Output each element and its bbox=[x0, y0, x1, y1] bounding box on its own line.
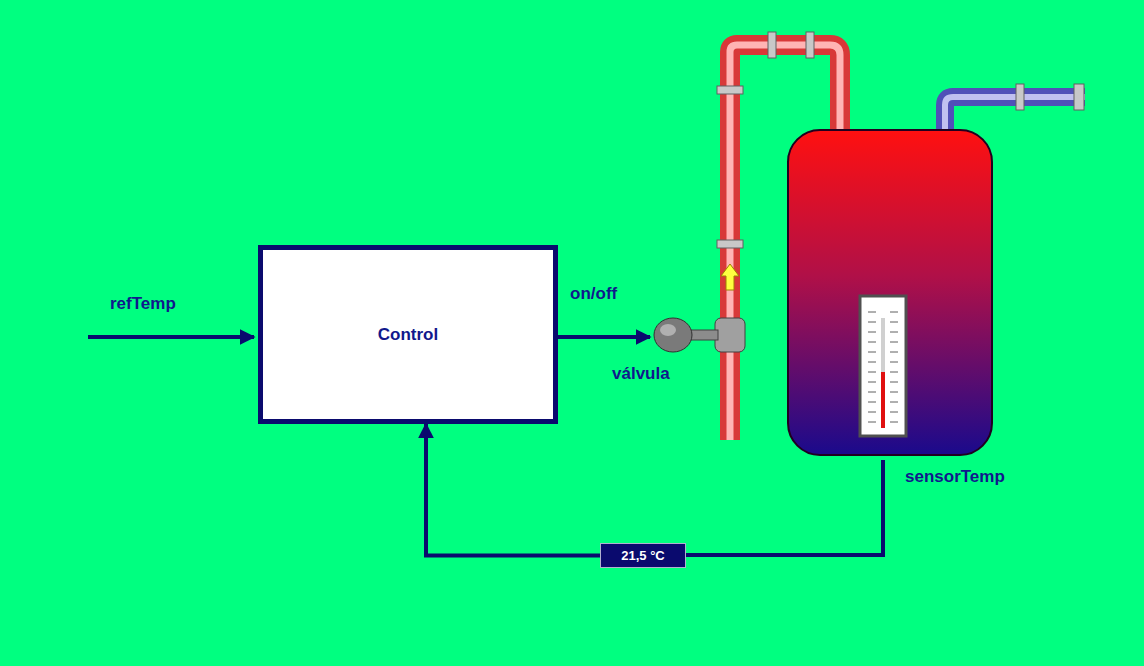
scale-tick bbox=[890, 422, 898, 423]
scale-tick bbox=[868, 412, 876, 413]
scale-tick bbox=[890, 352, 898, 353]
signal-name: on/off bbox=[570, 284, 617, 304]
node-text: 21,5 °C bbox=[621, 548, 665, 563]
flow-arrow bbox=[721, 264, 739, 290]
part-name: sensorTemp bbox=[905, 467, 1005, 487]
scale-tick bbox=[890, 312, 898, 313]
scale-tick bbox=[890, 322, 898, 323]
cold-pipe bbox=[945, 97, 1085, 132]
valve-body bbox=[715, 318, 745, 352]
tank bbox=[788, 130, 992, 455]
input-wire bbox=[88, 335, 254, 339]
pipe-flange bbox=[1074, 84, 1084, 110]
pipe-flange bbox=[806, 32, 814, 58]
feedback-connector bbox=[426, 424, 600, 556]
scale-tick bbox=[868, 362, 876, 363]
output-wire bbox=[557, 335, 650, 339]
pipe-flange bbox=[717, 240, 743, 248]
part-name: válvula bbox=[612, 364, 670, 384]
scale-tick bbox=[890, 342, 898, 343]
scale-tick bbox=[868, 402, 876, 403]
pipe-flange bbox=[1016, 84, 1024, 110]
scale-tick bbox=[890, 332, 898, 333]
scale-tick bbox=[890, 392, 898, 393]
sensor-wire bbox=[660, 460, 883, 555]
cold-pipe-highlight bbox=[945, 97, 1085, 132]
signal-name: refTemp bbox=[110, 294, 176, 314]
scale-tick bbox=[868, 352, 876, 353]
valve-actuator-shine bbox=[660, 324, 676, 336]
scale-tick bbox=[890, 362, 898, 363]
node-text: Control bbox=[378, 325, 438, 345]
scale-tick bbox=[868, 312, 876, 313]
thermometer bbox=[860, 296, 906, 436]
scale-tick bbox=[890, 372, 898, 373]
valve-actuator bbox=[654, 318, 692, 352]
valve-stem bbox=[690, 330, 718, 340]
pipe-flange bbox=[717, 86, 743, 94]
scale-tick bbox=[868, 342, 876, 343]
pipe-flange bbox=[768, 32, 776, 58]
temperature-display: 21,5 °C bbox=[600, 543, 686, 568]
control-block: Control bbox=[258, 245, 558, 424]
scale-tick bbox=[868, 322, 876, 323]
scale-tick bbox=[868, 332, 876, 333]
scale-tick bbox=[868, 422, 876, 423]
scale-tick bbox=[890, 382, 898, 383]
scale-tick bbox=[890, 402, 898, 403]
scale-tick bbox=[868, 372, 876, 373]
thermometer-mercury bbox=[881, 372, 885, 428]
scale-tick bbox=[868, 392, 876, 393]
scale-tick bbox=[890, 412, 898, 413]
thermometer-tube bbox=[881, 318, 885, 428]
scale-tick bbox=[868, 382, 876, 383]
